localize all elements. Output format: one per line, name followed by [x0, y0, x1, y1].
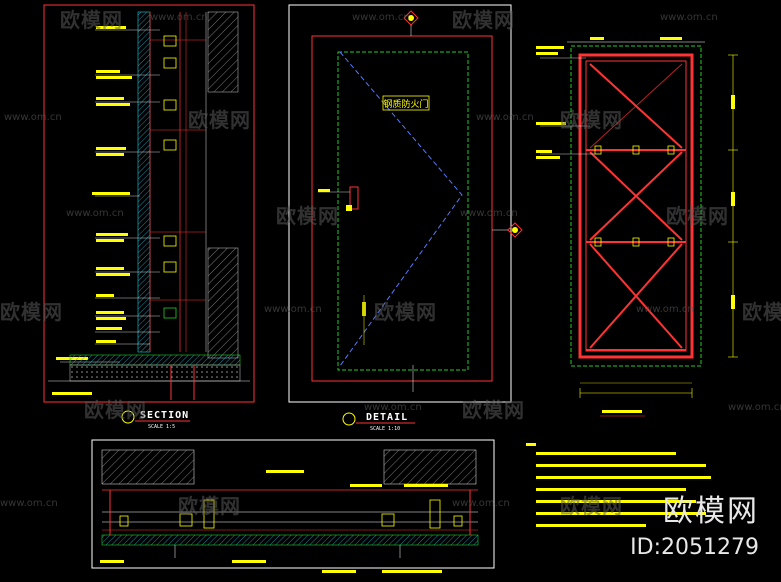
- section-panel: [43, 4, 255, 424]
- door-outer-frame: [311, 35, 493, 382]
- watermark-url: www.om.cn: [66, 208, 124, 219]
- notes-block: [526, 443, 711, 527]
- watermark-text: 欧模网: [666, 204, 729, 228]
- watermark-url: www.om.cn: [452, 498, 510, 509]
- detail-title: DETAIL: [366, 412, 409, 423]
- watermark-url: www.om.cn: [0, 498, 58, 509]
- door-label-box: [382, 95, 430, 111]
- door-label: 钢质防火门: [383, 98, 428, 110]
- watermark-url: www.om.cn: [264, 304, 322, 315]
- section-floor-base: [69, 364, 241, 382]
- watermark-url: www.om.cn: [660, 12, 718, 23]
- section-stone-strip: [137, 11, 151, 353]
- watermark-url: www.om.cn: [728, 402, 781, 413]
- section-frame: [43, 4, 255, 403]
- section-floor-stone: [69, 354, 241, 366]
- watermark-url: www.om.cn: [150, 12, 208, 23]
- watermark-text: 欧模网: [188, 108, 251, 132]
- watermark-text: 欧模网: [742, 300, 781, 324]
- section-wall-bottom: [207, 247, 239, 359]
- frame-outer: [570, 45, 702, 367]
- door-frame-panel: [536, 37, 738, 417]
- detail-frame: [288, 4, 512, 403]
- watermark-text: 欧模网: [560, 494, 623, 518]
- section-scale: SCALE 1:5: [148, 424, 176, 430]
- watermark-text: 欧模网: [452, 8, 515, 32]
- section-marker-right: [507, 222, 523, 238]
- watermark-text: 欧模网: [276, 204, 339, 228]
- watermark-text: 欧模网: [462, 398, 525, 422]
- door-leaf: [337, 51, 469, 371]
- door-handle: [349, 186, 359, 210]
- section-title: SECTION: [140, 410, 190, 421]
- watermark-text: 欧模网: [60, 8, 123, 32]
- watermark-text: 欧模网: [84, 398, 147, 422]
- watermark-text: 欧模网: [0, 300, 63, 324]
- plan-floor: [101, 534, 479, 546]
- detail-title-symbol: [342, 412, 356, 426]
- watermark-text: 欧模网: [374, 300, 437, 324]
- plan-panel: [91, 439, 495, 573]
- door-swing-line: [339, 51, 463, 367]
- watermark-text: 欧模网: [178, 494, 241, 518]
- brand-id: ID:2051279: [630, 535, 759, 560]
- plan-wall-right: [383, 449, 477, 485]
- watermark-text: 欧模网: [560, 108, 623, 132]
- watermark-url: www.om.cn: [4, 112, 62, 123]
- section-title-symbol: [121, 410, 135, 424]
- plan-frame: [91, 439, 495, 569]
- brand-logo-text: 欧模网: [663, 494, 759, 529]
- section-wall-top: [207, 11, 239, 93]
- frame-steel: [578, 53, 694, 359]
- watermark-url: www.om.cn: [364, 402, 422, 413]
- watermark-url: www.om.cn: [352, 12, 410, 23]
- plan-wall-left: [101, 449, 195, 485]
- watermark-url: www.om.cn: [476, 112, 534, 123]
- watermark-url: www.om.cn: [460, 208, 518, 219]
- detail-panel: 钢质防火门: [288, 4, 523, 426]
- watermark-url: www.om.cn: [636, 304, 694, 315]
- detail-scale: SCALE 1:10: [370, 426, 401, 432]
